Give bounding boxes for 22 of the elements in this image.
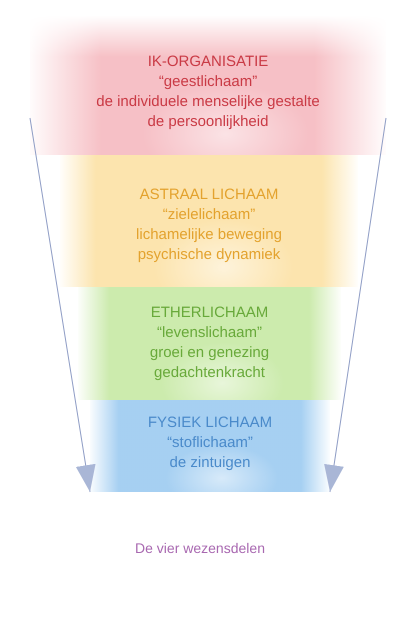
band-description: gedachtenkracht: [154, 363, 265, 383]
layer-band: [78, 287, 341, 400]
band-description: lichamelijke beweging: [136, 225, 282, 245]
band-heading: IK-ORGANISATIE: [148, 52, 268, 72]
band-heading: ETHERLICHAAM: [150, 303, 268, 323]
band-description: de persoonlijkheid: [148, 112, 268, 132]
band-alias: “zielelichaam”: [162, 205, 256, 225]
band-description: de individuele menselijke gestalte: [96, 92, 320, 112]
band-description: psychische dynamiek: [138, 245, 280, 265]
band-heading: ASTRAAL LICHAAM: [140, 185, 278, 205]
caption: De vier wezensdelen: [135, 539, 265, 558]
band-description: de zintuigen: [170, 453, 250, 473]
band-heading: FYSIEK LICHAAM: [148, 413, 272, 433]
band-alias: “levenslichaam”: [156, 323, 262, 343]
arrow: [30, 118, 96, 492]
band-description: groei en genezing: [150, 343, 270, 363]
layer-band: [30, 15, 386, 155]
band-alias: “stoflichaam”: [167, 433, 253, 453]
layer-band: [60, 155, 358, 287]
band-alias: “geestlichaam”: [158, 72, 258, 92]
arrow: [324, 118, 386, 492]
layer-band: [90, 400, 330, 492]
